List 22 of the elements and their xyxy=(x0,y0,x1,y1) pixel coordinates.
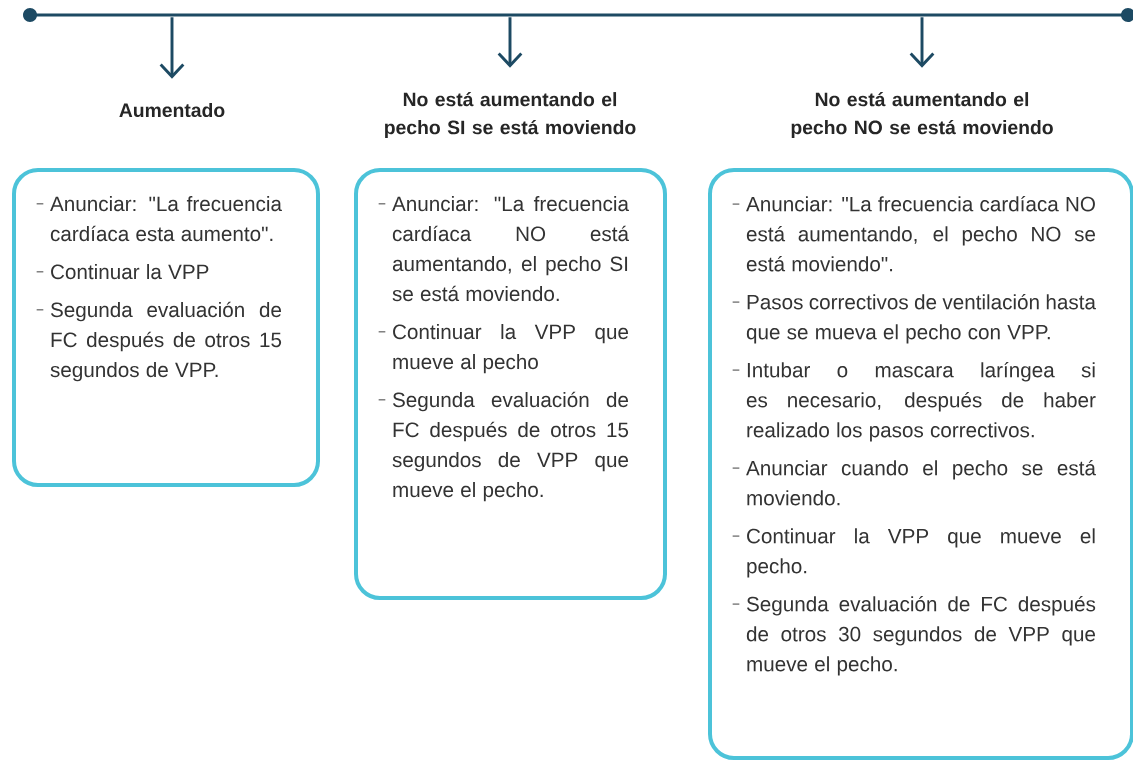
list-item: Continuar la VPP que mueve el pecho. xyxy=(747,528,1095,578)
arrow xyxy=(909,17,935,68)
list-item: Intubar o mascara laríngea si es necesario, después de haber realizado los pasos correctivos. xyxy=(746,362,1096,442)
arrow xyxy=(159,17,185,79)
step-box xyxy=(12,168,320,487)
list-item: Anunciar cuando el pecho se está moviendo. xyxy=(746,460,1096,506)
list-item: Continuar la VPP xyxy=(51,264,209,280)
list-item: Segunda evaluación de FC después de otros 15 segundos de VPP que mueve el pecho. xyxy=(392,391,629,502)
arrow xyxy=(497,17,523,68)
list-item: Segunda evaluación de FC después de otros 15 segundos de VPP. xyxy=(50,301,282,382)
list-item: Continuar la VPP que mueve al pecho xyxy=(393,324,629,374)
step-box xyxy=(354,168,667,600)
timeline-bar xyxy=(23,8,1133,22)
heading: No está aumentando el pecho NO se está moviendo xyxy=(791,91,1053,139)
list-item: Segunda evaluación de FC después de otros 30 segundos de VPP que mueve el pecho. xyxy=(746,596,1096,676)
list-item: Anunciar: "La frecuencia cardíaca NO está aumentando, el pecho SI se está moviendo. xyxy=(392,196,629,302)
heading: Aumentado xyxy=(119,102,225,118)
list-item: Anunciar: "La frecuencia cardíaca esta aumento". xyxy=(50,196,282,242)
list-item: Pasos correctivos de ventilación hasta que se mueva el pecho con VPP. xyxy=(746,294,1096,344)
list-item: Anunciar: "La frecuencia cardíaca NO está aumentando, el pecho NO se está moviendo". xyxy=(746,196,1096,272)
heading: No está aumentando el pecho SI se está moviendo xyxy=(385,91,636,139)
step-box xyxy=(708,168,1133,760)
